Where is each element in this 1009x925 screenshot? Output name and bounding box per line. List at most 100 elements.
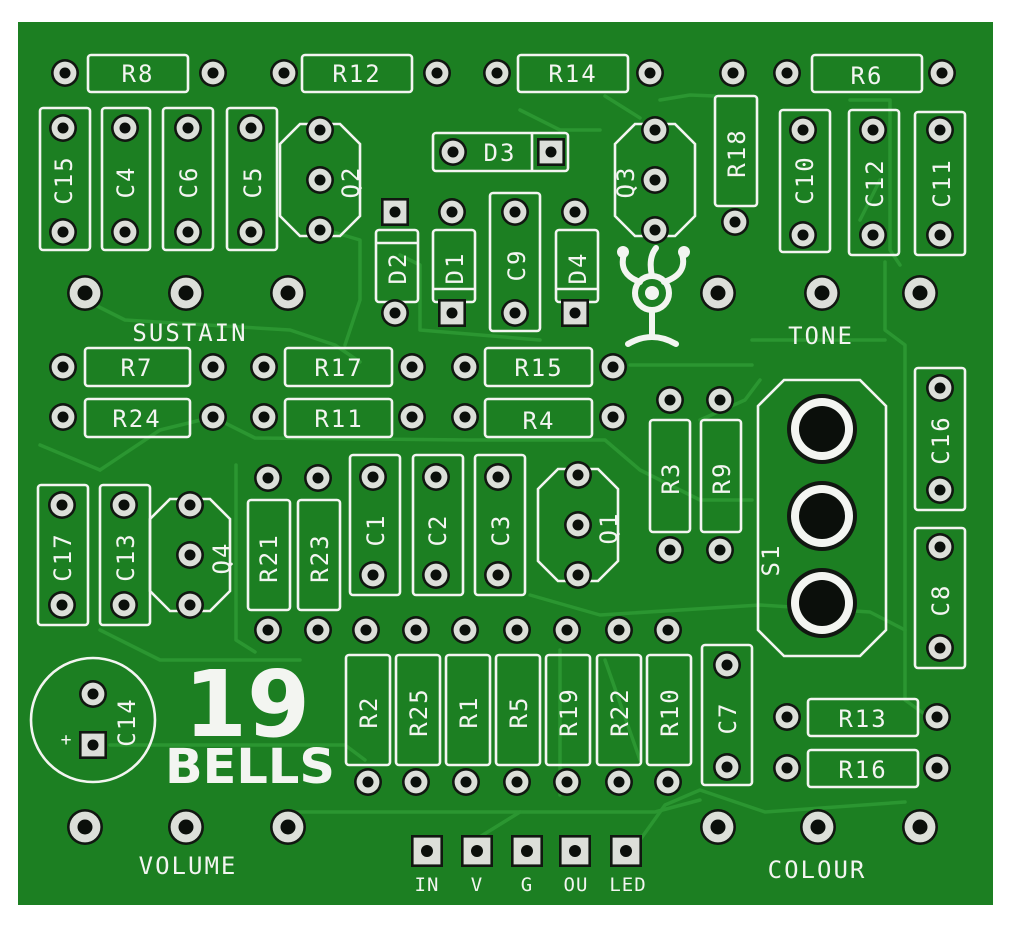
round-pad	[503, 616, 531, 644]
round-pad	[359, 463, 387, 491]
pot-pad	[270, 275, 306, 311]
drill-hole	[799, 580, 845, 626]
silkscreen-outline	[411, 453, 465, 597]
drill-hole	[87, 739, 99, 751]
component-label: R18	[723, 128, 751, 177]
round-pad	[926, 533, 954, 561]
drill-hole	[207, 361, 219, 373]
silkscreen-outline	[444, 653, 492, 767]
round-pad	[438, 198, 466, 226]
bell-logo	[617, 245, 690, 347]
silkscreen-outline	[613, 122, 697, 238]
component-label: R19	[555, 687, 583, 736]
drill-hole	[446, 206, 458, 218]
drill-hole	[934, 642, 946, 654]
silkscreen-outline	[913, 366, 967, 512]
component-label: R1	[455, 696, 483, 729]
trace	[883, 260, 932, 720]
pot-pad	[700, 809, 736, 845]
drill-hole	[511, 624, 523, 636]
volume-label: VOLUME	[139, 852, 238, 880]
component-label: R15	[514, 354, 563, 382]
drill-hole	[258, 361, 270, 373]
round-pad	[49, 114, 77, 142]
header-label-in: IN	[415, 874, 440, 896]
round-pad	[49, 403, 77, 431]
drill-hole	[56, 599, 68, 611]
drill-hole	[57, 122, 69, 134]
drill-hole	[410, 624, 422, 636]
drill-hole	[729, 216, 741, 228]
drill-hole	[367, 471, 379, 483]
round-pad	[483, 59, 511, 87]
round-pad	[859, 221, 887, 249]
component-label: R10	[656, 687, 684, 736]
round-pad	[398, 403, 426, 431]
component-label: R14	[548, 60, 597, 88]
round-pad	[773, 754, 801, 782]
round-pad	[452, 768, 480, 796]
silkscreen-outline	[648, 418, 692, 534]
resistor-r12: R12	[300, 53, 414, 94]
drill-hole	[710, 819, 726, 835]
silkscreen-outline	[847, 108, 901, 257]
component-label: R22	[606, 687, 634, 736]
round-pad	[306, 166, 334, 194]
component-label: R25	[405, 687, 433, 736]
drill-hole	[492, 569, 504, 581]
round-pad	[928, 59, 956, 87]
capacitor-c8: C8	[913, 526, 967, 670]
drill-hole	[182, 122, 194, 134]
drill-hole	[118, 499, 130, 511]
logo-right-ear-tip	[678, 246, 690, 258]
component-label: R21	[255, 533, 283, 582]
component-label: C9	[503, 249, 531, 282]
trace	[98, 415, 215, 472]
drill-hole	[57, 361, 69, 373]
header-label-v: V	[471, 874, 483, 896]
round-pad	[381, 299, 409, 327]
sustain-label: SUSTAIN	[132, 319, 247, 347]
drill-hole	[781, 67, 793, 79]
round-pad	[199, 353, 227, 381]
drill-hole	[362, 776, 374, 788]
drill-hole	[119, 122, 131, 134]
drill-hole	[492, 471, 504, 483]
round-pad	[706, 536, 734, 564]
silkscreen-outline	[83, 346, 192, 388]
resistor-r24: R24	[83, 397, 192, 439]
round-pad	[859, 116, 887, 144]
drill-hole	[561, 624, 573, 636]
silkscreen-outline	[246, 498, 292, 612]
round-pad	[599, 403, 627, 431]
silkscreen-outline	[700, 643, 754, 787]
drill-hole	[314, 224, 326, 236]
drill-hole	[178, 819, 194, 835]
component-label: C2	[424, 514, 452, 547]
pot-pad	[168, 809, 204, 845]
round-pad	[422, 463, 450, 491]
trace	[518, 108, 602, 132]
drill-hole	[607, 411, 619, 423]
drill-hole	[314, 124, 326, 136]
silkscreen-outline	[278, 122, 362, 238]
component-label: C6	[175, 166, 203, 199]
drill-hole	[572, 469, 584, 481]
round-pad	[561, 198, 589, 226]
silkscreen-outline	[645, 653, 693, 767]
drill-hole	[262, 472, 274, 484]
resistor-r15: R15	[483, 346, 594, 388]
silkscreen-outline	[913, 110, 967, 257]
drill-hole	[934, 229, 946, 241]
resistor-r8: R8	[86, 53, 190, 94]
trace	[331, 230, 362, 347]
pot-pad	[67, 275, 103, 311]
drill-hole	[459, 624, 471, 636]
round-pad	[641, 116, 669, 144]
silkscreen-outline	[100, 106, 152, 252]
silkscreen-outline	[83, 397, 192, 439]
trace	[93, 303, 362, 364]
diode-d3: D3	[431, 131, 570, 173]
resistor-r25: R25	[394, 653, 442, 767]
drill-hole	[312, 624, 324, 636]
